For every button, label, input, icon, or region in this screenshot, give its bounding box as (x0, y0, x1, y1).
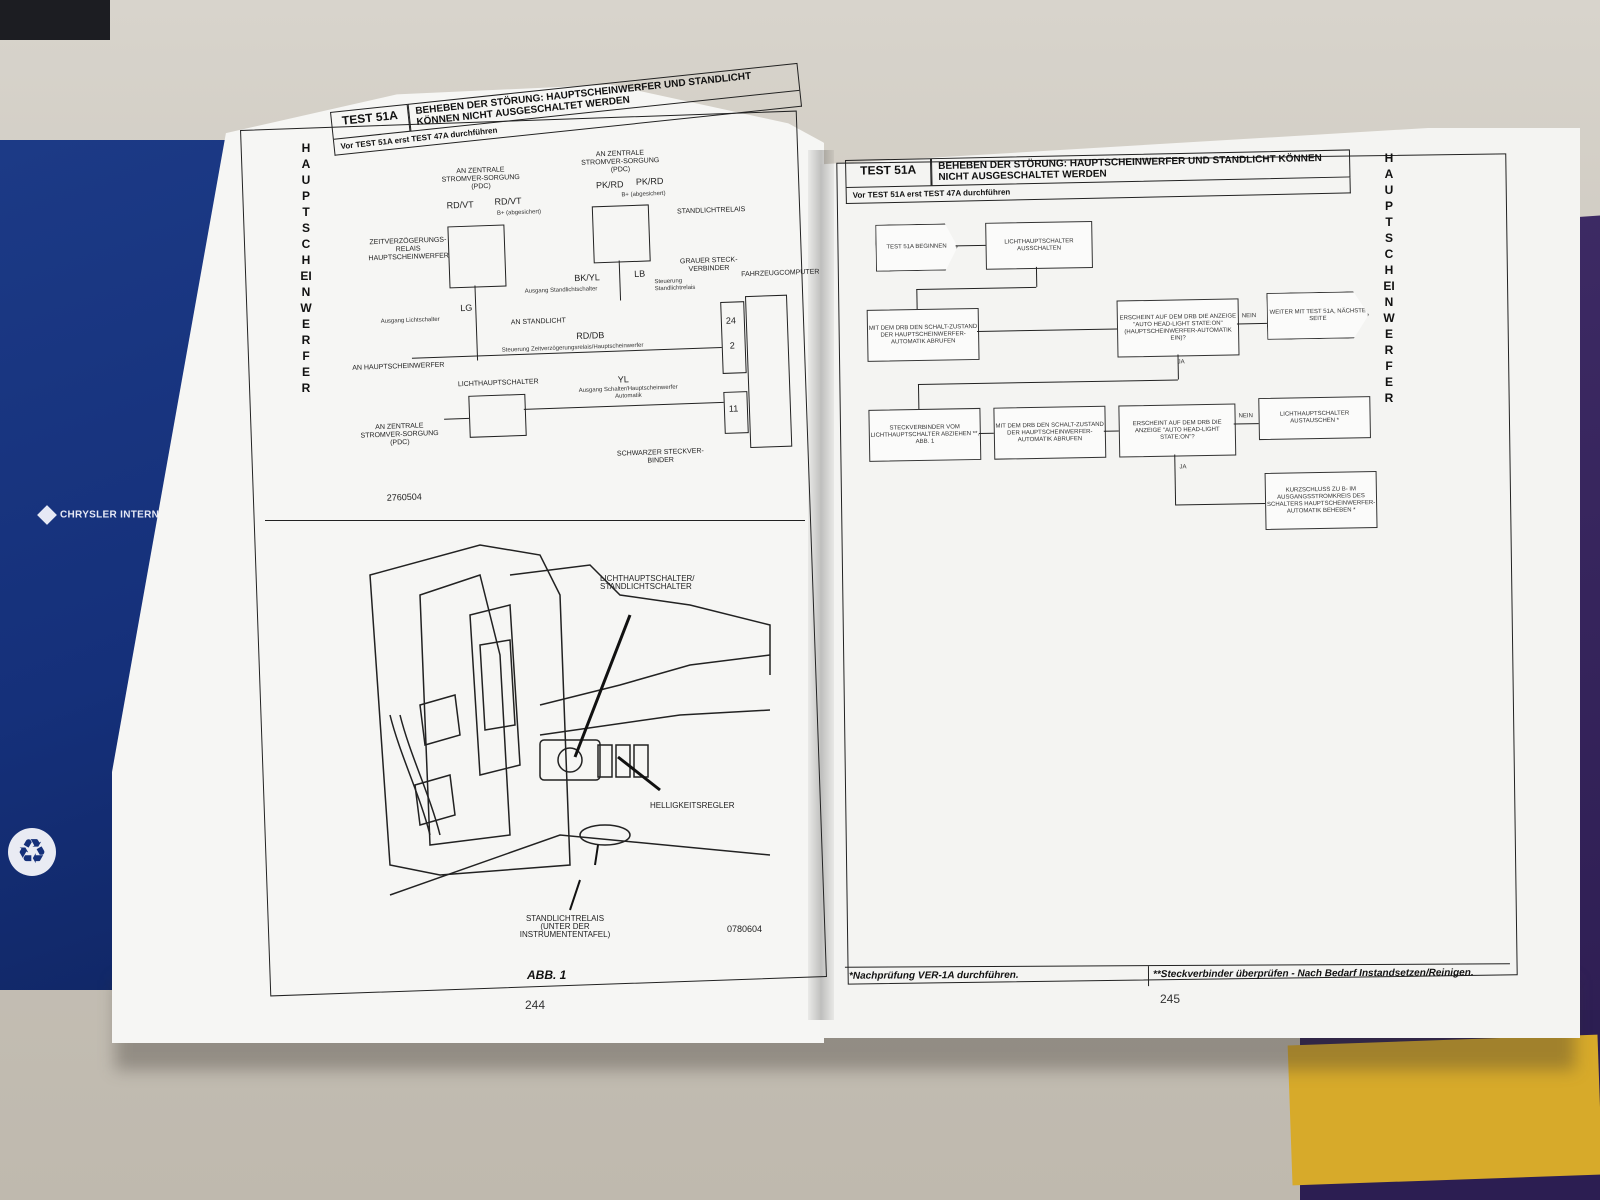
right-footer: *Nachprüfung VER-1A durchführen. **Steck… (844, 963, 1511, 988)
dashboard-illustration: LICHTHAUPTSCHALTER/ STANDLICHTSCHALTER H… (360, 535, 800, 945)
wire-lb: LB (633, 268, 646, 279)
lg-label: Ausgang Lichtschalter (380, 316, 440, 325)
flow-line-9 (917, 383, 920, 410)
flow-nein2: NEIN (1238, 413, 1253, 420)
grey-connector-box (720, 301, 747, 374)
left-page-number: 244 (525, 998, 546, 1012)
dashboard-drawing (369, 544, 771, 911)
flow-line-13 (1174, 454, 1177, 505)
relay-label: STANDLICHTRELAIS (UNTER DER INSTRUMENTEN… (519, 914, 611, 939)
flow-line-1 (955, 244, 986, 247)
flow-line-4 (916, 289, 918, 310)
wire-yl-line (523, 401, 724, 410)
right-side-tab: HAUPTSCHEINWERFER (1383, 151, 1395, 405)
an-standlicht-label: AN STANDLICHT (510, 317, 566, 327)
wire-lg: LG (460, 302, 473, 314)
footer-right: **Steckverbinder überprüfen - Nach Bedar… (1152, 967, 1474, 981)
an-hauptscheinwerfer-label: AN HAUPTSCHEINWERFER (352, 361, 445, 372)
wire-bk-yl-line (618, 260, 622, 301)
wire-bk-yl: BK/YL (574, 272, 600, 284)
b-plus-2: B+ (abgesichert) (621, 190, 666, 199)
wire-pk-rd-1: PK/RD (595, 179, 624, 191)
flow-replace-switch: LICHTHAUPTSCHALTER AUSTAUSCHEN * (1258, 396, 1371, 441)
flow-step4: MIT DEM DRB DEN SCHALT-ZUSTAND DER HAUPT… (993, 405, 1107, 460)
flow-q1: ERSCHEINT AUF DEM DRB DIE ANZEIGE "AUTO … (1116, 298, 1240, 358)
flow-line-11 (1103, 430, 1119, 432)
standlichtrelais-box (591, 204, 651, 264)
flow-line-14 (1175, 502, 1266, 506)
fig-number-bottom: 0780604 (727, 924, 763, 934)
delay-relay-box (447, 224, 507, 289)
pentastar-icon (37, 505, 57, 525)
computer-box (744, 294, 793, 449)
fig-number-top: 2760504 (386, 491, 423, 503)
flow-q2: ERSCHEINT AUF DEM DRB DIE ANZEIGE "AUTO … (1118, 403, 1237, 458)
book-spine (808, 150, 834, 1020)
black-connector-label: SCHWARZER STECKVER-BINDER (616, 447, 704, 465)
feed-right-label: AN ZENTRALE STROMVER-SORGUNG (PDC) (581, 149, 660, 174)
pin-2: 2 (729, 340, 735, 351)
b-plus-1: B+ (abgesichert) (496, 209, 542, 217)
pin-11: 11 (728, 403, 739, 414)
left-side-tab: HAUPTSCHEINWERFER (300, 141, 312, 395)
grey-connector-label: GRAUER STECK-VERBINDER (679, 256, 738, 274)
flow-line-8 (1177, 354, 1179, 380)
flow-start: TEST 51A BEGINNEN (875, 223, 958, 271)
flow-line-5 (977, 328, 1118, 332)
flow-nein: NEIN (1241, 313, 1257, 320)
figure-caption: ABB. 1 (527, 968, 567, 982)
flow-weiter: WEITER MIT TEST 51A, NÄCHSTE SEITE (1266, 291, 1369, 340)
right-page-number: 245 (1160, 992, 1181, 1006)
wire-rd-vt-1: RD/VT (446, 199, 474, 211)
flow-line-10 (978, 432, 994, 434)
pin-24: 24 (725, 315, 737, 326)
switch-label: LICHTHAUPTSCHALTER/ STANDLICHTSCHALTER (600, 574, 695, 591)
wire-lg-line (474, 285, 479, 361)
delay-relay-label: ZEITVERZÖGERUNGS-RELAIS HAUPTSCHEINWERFE… (368, 236, 450, 263)
standlichtrelais-label: STANDLICHTRELAIS (676, 206, 746, 216)
flowchart: TEST 51A BEGINNEN LICHTHAUPTSCHALTER AUS… (860, 206, 1386, 545)
lichthauptschalter-label: LICHTHAUPTSCHALTER (457, 378, 539, 389)
chrysler-logo: CHRYSLER INTERNATIONAL (37, 505, 205, 525)
wire-rd-db: RD/DB (576, 330, 605, 342)
wire-yl: YL (617, 374, 630, 385)
diagram-divider (265, 520, 805, 521)
flow-ja2: JA (1179, 464, 1187, 471)
flow-step3: STECKVERBINDER VOM LICHTHAUPTSCHALTER AB… (868, 407, 982, 462)
flow-line-2 (916, 286, 1037, 291)
light-switch-box (468, 393, 527, 438)
computer-label: FAHRZEUGCOMPUTER (741, 268, 820, 279)
footer-left: *Nachprüfung VER-1A durchführen. (844, 966, 1150, 988)
bk-yl-label: Ausgang Standlichtschalter (524, 286, 598, 295)
flow-line-3 (1035, 266, 1038, 287)
wire-pk-rd-2: PK/RD (635, 175, 664, 187)
flow-short-fix: KURZSCHLUSS ZU B- IM AUSGANGSSTROMKREIS … (1264, 471, 1378, 530)
wire-rd-vt-2: RD/VT (494, 195, 522, 207)
flow-step1: LICHTHAUPTSCHALTER AUSSCHALTEN (985, 220, 1093, 270)
flow-line-7 (917, 379, 1178, 386)
dimmer-label: HELLIGKEITSREGLER (650, 801, 735, 810)
left-page (112, 84, 824, 1043)
feed-left-label: AN ZENTRALE STROMVER-SORGUNG (PDC) (441, 166, 520, 191)
flow-line-6 (1236, 322, 1267, 325)
dark-object-corner (0, 0, 110, 40)
flow-line-12 (1233, 423, 1259, 425)
right-page (820, 128, 1580, 1038)
lb-label: Steuerung Standlichtrelais (654, 278, 696, 293)
feed-bottom-line (444, 417, 470, 420)
right-test-id: TEST 51A (845, 158, 932, 188)
feed-bottom-label: AN ZENTRALE STROMVER-SORGUNG (PDC) (360, 422, 439, 447)
wiring-diagram: AN ZENTRALE STROMVER-SORGUNG (PDC) AN ZE… (345, 144, 820, 519)
flow-step2: MIT DEM DRB DEN SCHALT-ZUSTAND DER HAUPT… (866, 307, 980, 362)
yl-label: Ausgang Schalter/Hauptscheinwerfer Autom… (578, 384, 678, 400)
recycle-icon: ♻ (8, 828, 56, 876)
